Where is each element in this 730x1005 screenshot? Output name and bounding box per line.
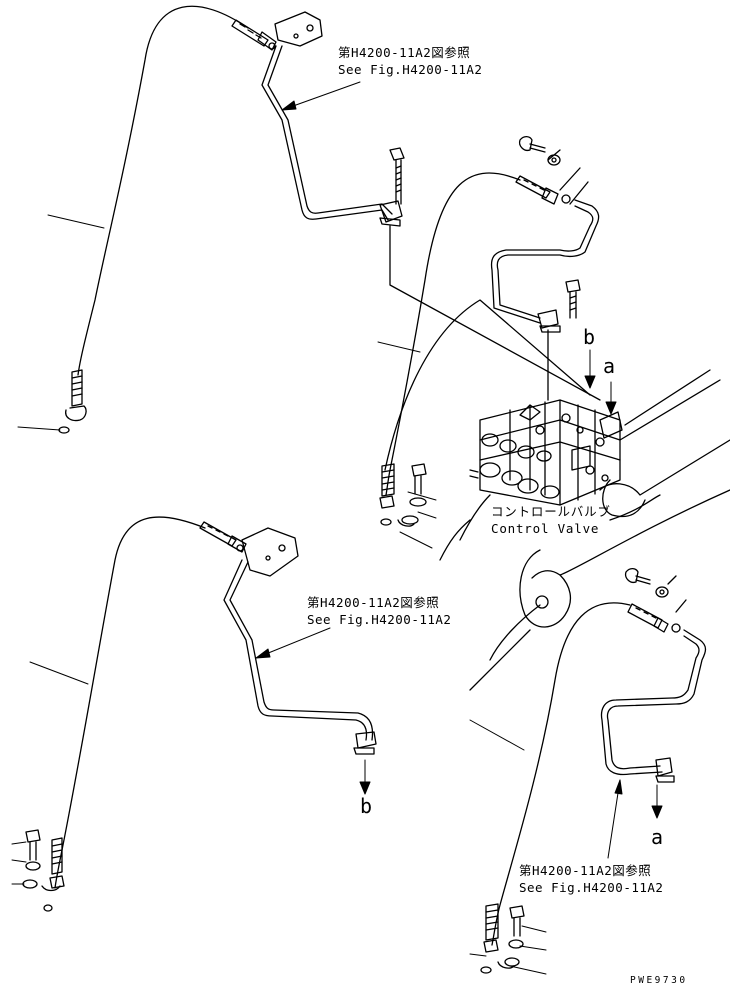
- hose-assembly-middle-left: [22, 516, 377, 912]
- leader-lines: [11, 214, 547, 975]
- control-valve-label: コントロールバルブ Control Valve: [491, 503, 611, 537]
- reference-en: See Fig.H4200-11A2: [519, 880, 664, 895]
- bracket-middle-left: [241, 527, 299, 577]
- fitting-lower-top-left: [71, 369, 83, 407]
- reference-label-top: 第H4200-11A2図参照 See Fig.H4200-11A2: [338, 44, 482, 78]
- control-valve: [384, 225, 623, 506]
- reference-jp: 第H4200-11A2図参照: [307, 595, 440, 610]
- bracket-top-left: [274, 11, 323, 47]
- washer-center: [547, 154, 561, 166]
- tube-bottom-right: [606, 629, 707, 770]
- tube-top-left: [261, 45, 389, 221]
- drawing-code: PWE9730: [630, 975, 688, 986]
- hose-middle-left: [54, 516, 206, 889]
- reference-en: See Fig.H4200-11A2: [307, 612, 452, 627]
- tube-center: [496, 199, 600, 319]
- bolt-upper-center: [518, 135, 533, 152]
- reference-jp: 第H4200-11A2図参照: [338, 45, 471, 60]
- lift-arm: [439, 369, 730, 691]
- hose-assembly-bottom-right: [480, 567, 707, 974]
- reference-label-bottom: 第H4200-11A2図参照 See Fig.H4200-11A2: [519, 862, 663, 896]
- reference-en: See Fig.H4200-11A2: [338, 62, 483, 77]
- hose-top-left: [77, 5, 249, 376]
- marker-b-lower: b: [360, 794, 373, 818]
- marker-b-upper: b: [583, 325, 596, 349]
- marker-a-lower: a: [651, 825, 664, 849]
- hose-assembly-center: [379, 135, 600, 527]
- bolt-top-left: [389, 147, 405, 161]
- control-valve-en: Control Valve: [491, 521, 600, 536]
- marker-a-upper: a: [603, 354, 616, 378]
- bolt-bottom-right: [624, 567, 639, 584]
- reference-label-middle: 第H4200-11A2図参照 See Fig.H4200-11A2: [307, 594, 451, 628]
- hose-assembly-top-left: [58, 5, 405, 434]
- tube-middle-left: [223, 559, 368, 741]
- reference-jp: 第H4200-11A2図参照: [519, 863, 652, 878]
- bolt-center: [565, 279, 581, 293]
- control-valve-jp: コントロールバルブ: [491, 504, 611, 519]
- reference-arrows: [255, 81, 663, 859]
